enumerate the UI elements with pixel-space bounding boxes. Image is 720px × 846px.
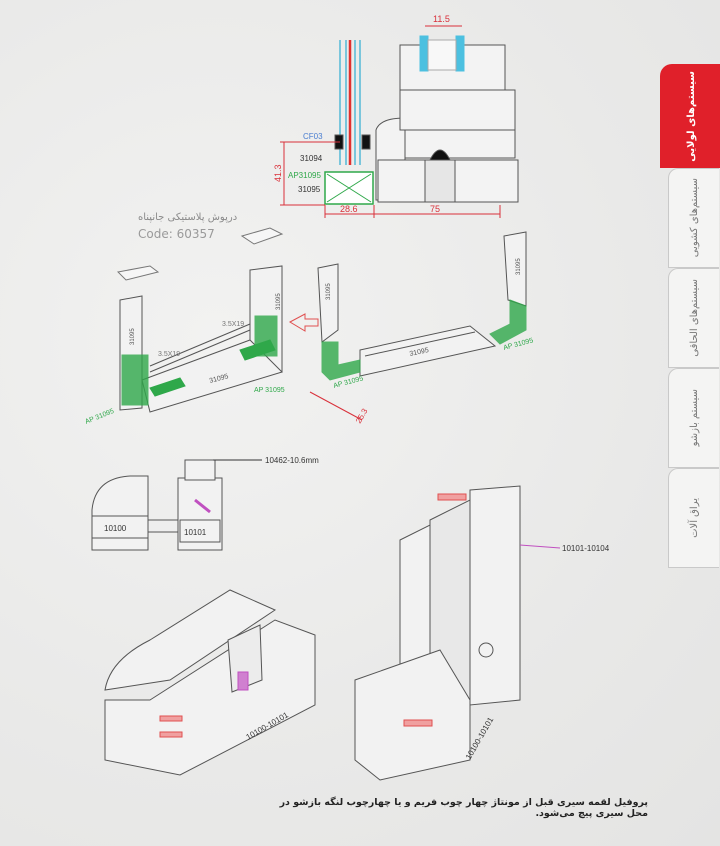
tab-hinged-systems[interactable]: سیستم‌های لولایی [660, 64, 720, 168]
tab-label: سیستم‌های لولایی [685, 70, 697, 162]
profile-section [91, 459, 262, 551]
tab-opening-system[interactable]: سیستم بازشو [668, 368, 719, 468]
right-profile-label: 31095 [409, 347, 430, 358]
dim-width-left: 28.6 [340, 204, 358, 214]
caption: پروفیل لقمه سیری قبل از مونتاژ چهار چوب … [279, 797, 648, 819]
plug-name: درپوش پلاستیکی جانپناه [138, 212, 238, 223]
dim-height: 41.3 [273, 164, 283, 182]
tab-label: سیستم‌های الحاقی [688, 279, 700, 357]
label-10100: 10100 [104, 524, 127, 533]
right-post-label-2: 31095 [516, 258, 522, 275]
assembly-left [119, 265, 319, 413]
label-10101: 10101 [184, 528, 207, 537]
iso-right-profile [354, 485, 561, 781]
corner-label-2: AP 31095 [254, 387, 285, 394]
plug-cap-icon [116, 227, 284, 281]
profile-label: 31095 [209, 373, 230, 385]
post-label-1: 31095 [130, 328, 136, 345]
side-tabs: سیستم‌های لولایی سیستم‌های کشویی سیستم‌ه… [660, 64, 720, 568]
callout-10462: 10462-10.6mm [265, 456, 319, 465]
tab-hardware[interactable]: یراق آلات [668, 468, 719, 568]
screw-label-2: 3.5X19 [222, 321, 244, 328]
label-cf03: CF03 [303, 132, 323, 141]
label-31095: 31095 [298, 185, 321, 194]
dim-width-right: 75 [430, 204, 440, 214]
tab-sliding-systems[interactable]: سیستم‌های کشویی [668, 168, 719, 268]
callout-10101-10104: 10101-10104 [562, 544, 610, 553]
tab-addon-systems[interactable]: سیستم‌های الحاقی [668, 268, 719, 368]
label-31094: 31094 [300, 154, 323, 163]
assembly-right [309, 231, 527, 421]
right-dim: 25.3 [354, 407, 370, 425]
dim-glass: 11.5 [433, 14, 450, 24]
tab-label: سیستم بازشو [688, 389, 700, 447]
label-ap31095: AP31095 [288, 171, 321, 180]
right-post-label-1: 31095 [326, 283, 332, 300]
tab-label: یراق آلات [688, 498, 700, 538]
corner-label-1: AP 31095 [84, 408, 115, 426]
section-drawing [280, 25, 519, 218]
post-label-2: 31095 [276, 293, 282, 310]
iso-left-profile [104, 589, 316, 776]
tab-label: سیستم‌های کشویی [688, 178, 700, 258]
plug-code: Code: 60357 [138, 227, 215, 241]
screw-label-1: 3.5X19 [158, 351, 180, 358]
